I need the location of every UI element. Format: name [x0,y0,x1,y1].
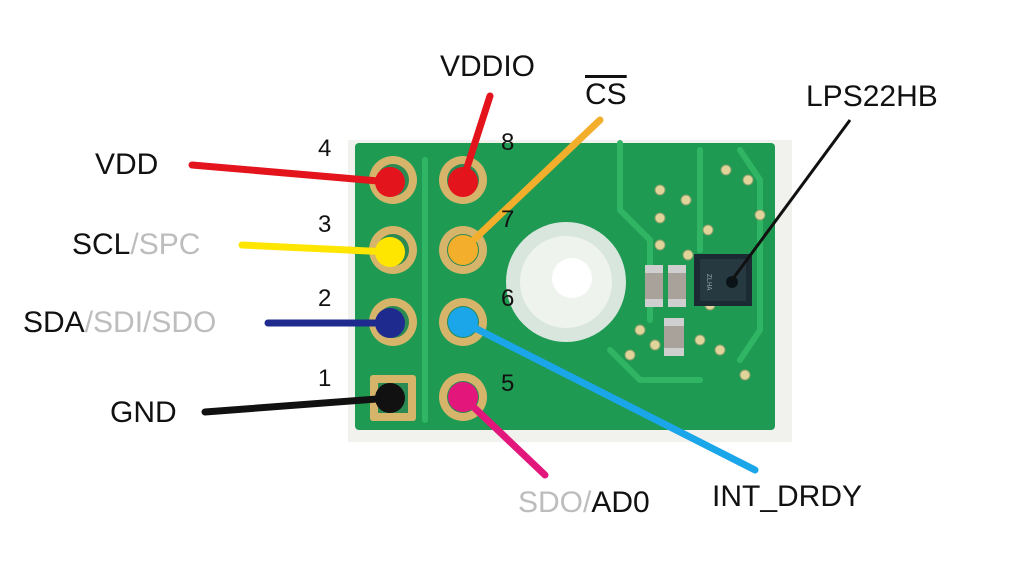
label-ad0-text: AD0 [591,486,650,519]
capacitor-3 [664,318,684,356]
pin-number-8: 8 [501,129,515,156]
label-lps22hb: LPS22HB [806,82,938,112]
label-scl-text: SCL [72,228,131,261]
pin-number-6: 6 [501,285,515,312]
capacitor-2 [668,265,686,307]
chip-marking: ZLHA [705,274,713,292]
label-int-drdy-text: INT_DRDY [712,480,863,513]
pin-number-2: 2 [318,285,332,312]
wire-int-drdy [459,318,759,474]
label-sdo-alt: SDO/ [518,486,592,519]
wire-dots [375,167,478,413]
wire-cs [459,116,604,254]
pin-number-7: 7 [501,206,515,233]
label-gnd: GND [110,398,177,428]
label-int-drdy: INT_DRDY [712,482,862,512]
label-vddio-text: VDDIO [440,50,536,83]
label-cs: CS [585,80,627,110]
pin-number-5: 5 [501,370,515,397]
label-sdo-ad0: SDO/AD0 [518,488,650,518]
label-cs-text: CS [585,78,627,111]
pin-number-4: 4 [318,135,332,162]
label-scl: SCL/SPC [72,230,200,260]
wire-gnd [201,394,394,416]
capacitor-1 [645,265,663,307]
wire-sdo-ad0 [459,393,549,479]
label-sda-text: SDA [23,306,85,339]
pin-number-1: 1 [318,365,332,392]
label-sda: SDA/SDI/SDO [23,308,216,338]
label-lps22hb-text: LPS22HB [806,80,938,113]
pin-number-3: 3 [318,211,332,238]
label-vdd-text: VDD [95,148,159,181]
wire-vdd [188,161,394,186]
wire-scl [238,241,394,256]
label-gnd-text: GND [110,396,177,429]
wires [188,92,759,479]
wire-vddio [459,92,494,184]
lps22hb-chip: ZLHA [694,254,752,306]
leader-lps22hb [730,119,852,281]
label-scl-alt: /SPC [130,228,201,261]
label-vdd: VDD [95,150,158,180]
label-vddio: VDDIO [440,52,535,82]
label-sda-alt: /SDI/SDO [84,306,217,339]
